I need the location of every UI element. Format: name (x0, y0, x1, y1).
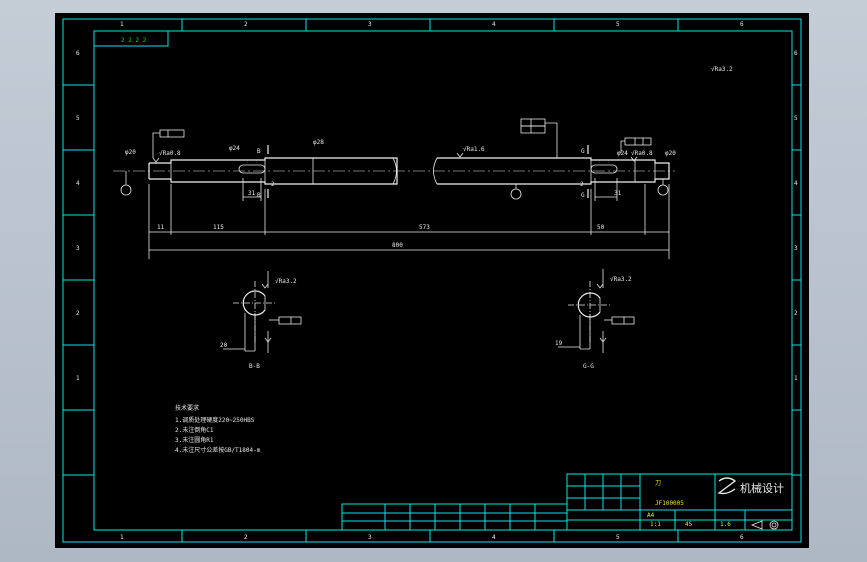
len-31-right: 31 (614, 190, 622, 197)
section-g-circle (577, 292, 601, 318)
zone-labels: 1 2 3 4 5 6 1 2 3 4 5 6 6 5 4 3 2 1 6 5 (76, 21, 798, 541)
zone-top-1: 1 (120, 21, 124, 28)
tol-frame-left (159, 129, 185, 138)
dim-d24-right: φ24 (617, 150, 628, 157)
material: 45 (685, 521, 693, 528)
zone-bot-5: 5 (616, 534, 620, 541)
section-b-key (244, 313, 256, 352)
zone-ticks (63, 19, 801, 542)
shaft-view[interactable]: B B G G φ20 φ24 φ28 φ24 φ20 √Ra0.8 (113, 118, 676, 259)
part-name: 刀 (655, 480, 661, 487)
note-2: 2.未注倒角C1 (175, 426, 214, 434)
zone-top-2: 2 (244, 21, 248, 28)
zone-bot-1: 1 (120, 534, 124, 541)
weight: 1.6 (720, 521, 731, 528)
zone-right-1: 6 (794, 50, 798, 57)
zone-bot-6: 6 (740, 534, 744, 541)
zone-right-3: 4 (794, 180, 798, 187)
keyway-right (590, 164, 618, 174)
dim-d20-right: φ20 (665, 150, 676, 157)
len-115: 115 (213, 224, 224, 231)
zone-top-6: 6 (740, 21, 744, 28)
zone-top-3: 3 (368, 21, 372, 28)
len-11: 11 (157, 224, 165, 231)
zone-bot-2: 2 (244, 534, 248, 541)
outer-frame (62, 18, 802, 543)
zone-top-5: 5 (616, 21, 620, 28)
len-50: 50 (597, 224, 605, 231)
scale: 1:1 (650, 521, 661, 528)
zone-right-6: 1 (794, 375, 798, 382)
len-2-left: 2 (271, 181, 275, 188)
note-3: 3.未注圆角R1 (175, 436, 214, 444)
revision-table (341, 503, 568, 531)
drawing-sheet[interactable]: 1 2 3 4 5 6 1 2 3 4 5 6 6 5 4 3 2 1 6 5 (55, 13, 809, 548)
note-1: 1.调质处理硬度220~250HBS (175, 416, 255, 424)
sheet-size: A4 (647, 512, 655, 519)
tol-frame-right (624, 137, 652, 146)
tol-frame-mid1 (520, 118, 546, 127)
len-total: 800 (392, 242, 403, 249)
corner-tag-box (93, 30, 169, 47)
dim-d20-left: φ20 (125, 149, 136, 156)
datum-b (657, 184, 669, 196)
technical-notes: 技术要求 1.调质处理硬度220~250HBS 2.未注倒角C1 3.未注圆角R… (175, 404, 261, 454)
sect-g-bot: G (581, 192, 585, 199)
section-g-depth: 19 (555, 340, 563, 347)
break-left (392, 157, 397, 185)
company-name: 机械设计 (740, 481, 784, 495)
notes-title: 技术要求 (175, 404, 199, 412)
zone-top-4: 4 (492, 21, 496, 28)
datum-c (510, 188, 522, 200)
sect-b-bot: B (257, 192, 261, 199)
inner-frame (93, 30, 793, 531)
datum-a (120, 184, 132, 196)
tol-frame-mid2 (520, 125, 546, 134)
company-logo-icon (717, 477, 737, 495)
section-b-ra: √Ra3.2 (275, 278, 297, 285)
keyway-left (238, 164, 266, 174)
section-b-depth: 20 (220, 342, 228, 349)
zone-left-2: 5 (76, 115, 80, 122)
section-g-ra: √Ra3.2 (610, 276, 632, 283)
title-block[interactable]: 刀 JF100005 机械设计 1:1 A4 45 1.6 (566, 473, 793, 531)
zone-bot-3: 3 (368, 534, 372, 541)
zone-bot-4: 4 (492, 534, 496, 541)
dim-d28: φ28 (313, 139, 324, 146)
sect-g-top: G (581, 148, 585, 155)
len-2-right: 2 (580, 181, 584, 188)
note-4: 4.未注尺寸公差按GB/T1804-m (175, 446, 261, 454)
section-b-b[interactable]: √Ra3.2 20 B-B (220, 271, 302, 370)
zone-right-5: 2 (794, 310, 798, 317)
break-right (433, 157, 438, 185)
ra08-right: √Ra0.8 (631, 150, 653, 157)
projection-symbol-icon (750, 520, 779, 530)
ra16-mid: √Ra1.6 (463, 146, 485, 153)
drawing-canvas[interactable]: 1 2 3 4 5 6 1 2 3 4 5 6 6 5 4 3 2 1 6 5 (55, 13, 809, 548)
zone-left-6: 1 (76, 375, 80, 382)
len-31-left: 31 (248, 190, 256, 197)
drawing-no: JF100005 (655, 500, 684, 507)
section-g-label: G-G (583, 363, 594, 370)
zone-left-3: 4 (76, 180, 80, 187)
dim-d24-left: φ24 (229, 145, 240, 152)
section-b-label: B-B (249, 363, 260, 370)
ra08-left: √Ra0.8 (159, 150, 181, 157)
section-g-g[interactable]: √Ra3.2 19 G-G (555, 269, 635, 370)
zone-left-4: 3 (76, 245, 80, 252)
section-b-circle (242, 290, 266, 316)
zone-right-4: 3 (794, 245, 798, 252)
zone-left-5: 2 (76, 310, 80, 317)
roughness-other: √Ra3.2 (711, 66, 733, 73)
zone-left-1: 6 (76, 50, 80, 57)
section-g-key (579, 315, 591, 350)
corner-tag: 2 2 2 2 (121, 37, 147, 44)
zone-right-2: 5 (794, 115, 798, 122)
sect-b-top: B (257, 148, 261, 155)
len-573: 573 (419, 224, 430, 231)
